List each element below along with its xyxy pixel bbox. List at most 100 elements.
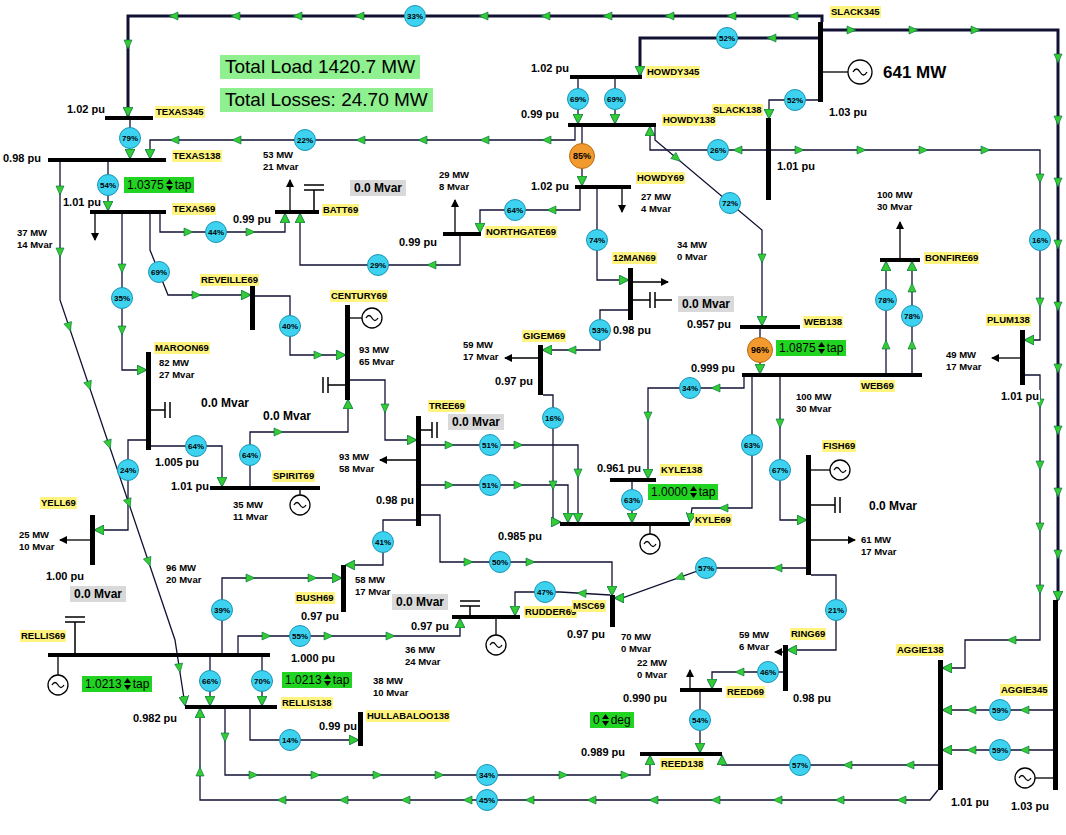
bus-name: REED69 [726,686,765,698]
flow-percent: 52% [716,27,738,49]
flow-arrow [526,558,535,566]
value-label: 0.985 pu [497,530,543,542]
flow-percent: 55% [289,625,311,647]
flow-percent: 54% [689,709,711,731]
value-label: 1.00 pu [45,570,85,582]
bus-name: SLACK138 [712,104,763,116]
flow-arrow [711,384,720,392]
bus-name: WEB69 [860,380,895,392]
flow-arrow [56,248,64,257]
flow-arrow [559,771,568,779]
bus-bar: TEXAS345 [105,116,153,120]
bus-bar: HOWDY69 [575,185,631,189]
value-label: 17 Mvar [860,547,897,557]
capacitor-readout: 0.0 Mvar [392,594,448,610]
flow-percent: 51% [479,434,501,456]
tap-value: 1.0213 [285,673,322,687]
flow-arrow [277,796,286,804]
value-label: 93 MW [358,345,390,355]
bus-bar: MAROON69 [146,352,151,450]
bus-bar: BATT69 [275,210,319,214]
bus-name: RELLIS138 [281,697,333,709]
bus-bar: SLACK345 [818,22,823,102]
flow-arrow [1036,461,1044,470]
value-label: 1.01 pu [950,796,990,808]
value-label: 34 MW [676,240,708,250]
value-label: 96 MW [165,563,197,573]
transmission-line [943,375,1040,668]
flow-arrow [758,254,766,263]
bus-name: GIGEM69 [522,330,566,342]
flow-percent: 16% [1029,229,1051,251]
bus-name: HULLABALOO138 [366,710,450,722]
flow-percent: 50% [489,551,511,573]
capacitor-symbols [65,185,840,653]
value-label: 0 Mvar [636,670,668,680]
flow-arrow [882,340,890,349]
flow-arrow [246,574,255,582]
value-label: 17 Mvar [462,352,499,362]
value-label: 58 Mvar [338,464,375,474]
flow-percent: 53% [589,319,611,341]
transmission-line [200,709,938,800]
transmission-line [421,445,578,522]
value-label: 36 MW [404,645,436,655]
flow-arrow [514,441,523,449]
flow-percent: 21% [825,599,847,621]
value-label: 4 Mvar [640,204,672,214]
flow-arrow [373,771,382,779]
flow-arrow [274,428,283,436]
summary-box: Total Losses: 24.70 MW [220,88,433,112]
bus-bar: HOWDY345 [570,75,642,79]
value-label: 8 Mvar [438,182,470,192]
flow-arrow [621,771,630,779]
bus-name: RELLIS69 [20,630,66,642]
flow-arrow [249,771,258,779]
flow-percent: 29% [367,254,389,276]
value-label: 0.98 pu [792,692,832,704]
bus-name: BONFIRE69 [924,252,979,264]
flow-arrow [184,228,193,236]
value-label: 21 Mvar [262,162,299,172]
flow-arrow [339,796,348,804]
bus-bar: AGGIE138 [938,660,943,790]
value-label: 27 Mvar [158,370,195,380]
value-label: 17 Mvar [945,362,982,372]
flow-arrow [767,34,776,42]
flow-arrow [262,632,271,640]
flow-arrow [356,136,365,144]
value-label: 1.01 pu [62,196,102,208]
flow-arrow [514,481,523,489]
value-label: 0.97 pu [300,610,340,622]
flow-percent: 69% [148,261,170,283]
box-text: 0.0 Mvar [682,297,730,311]
flow-arrow [463,796,472,804]
bus-bar: HOWDY138 [568,123,656,127]
bus-name: BUSH69 [295,592,335,604]
flow-arrow [905,761,914,769]
value-label: 0.999 pu [690,362,736,374]
bus-bar: MSC69 [610,595,615,627]
transmission-line [885,262,886,373]
capacitor-readout: 0.0 Mvar [350,180,406,196]
transmission-line [771,150,1040,340]
flow-arrow [967,746,976,754]
flow-arrow [1054,488,1062,497]
value-label: 0.99 pu [398,236,438,248]
value-label: 0.957 pu [686,318,732,330]
flow-percent: 47% [534,581,556,603]
bus-name: 12MAN69 [612,252,657,264]
flow-percent: 64% [239,444,261,466]
flow-arrow [711,796,720,804]
spinner-icon [324,674,331,686]
flow-percent: 39% [211,599,233,621]
bus-bar: HULLABALOO138 [358,712,363,746]
value-label: 27 MW [640,192,672,202]
flow-percent: 72% [719,192,741,214]
bus-name: TEXAS345 [155,106,205,118]
tap-value: tap [699,485,716,499]
capacitor-readout: 0.0 Mvar [448,414,504,430]
flow-arrow [427,261,436,269]
bus-name: RUDDER69 [524,606,577,618]
flow-arrow [386,632,395,640]
